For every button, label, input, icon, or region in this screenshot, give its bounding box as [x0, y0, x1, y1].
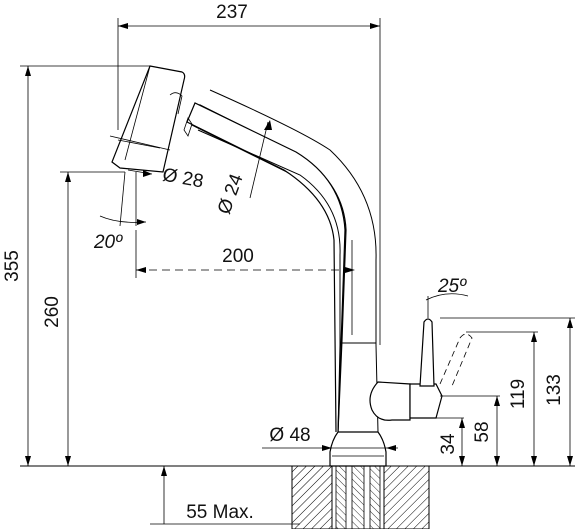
countertop: [20, 465, 575, 529]
dim-overall-height: 355: [2, 250, 23, 282]
dim-lever-133: 133: [544, 374, 565, 406]
dim-spout-diameter: Ø 24: [214, 171, 248, 217]
faucet-body: [111, 65, 387, 467]
dim-lever-angle: 25º: [437, 276, 467, 297]
lever: [369, 293, 473, 421]
dim-reach: 200: [222, 246, 254, 267]
dim-base-diameter: Ø 48: [269, 425, 310, 446]
dim-spout-height: 260: [42, 296, 63, 328]
dim-head-angle: 20º: [93, 232, 123, 253]
dimension-lines: [20, 18, 575, 525]
dimension-labels: 237 355 260 200 Ø 28 Ø 24 Ø 48 20º 25º 1…: [2, 2, 565, 523]
dim-lever-119: 119: [508, 379, 529, 409]
dim-lever-58: 58: [472, 421, 493, 442]
dim-head-diameter: Ø 28: [161, 165, 205, 193]
dim-overall-width: 237: [216, 2, 248, 23]
dim-lever-34: 34: [438, 433, 459, 455]
dim-counter-thickness: 55 Max.: [186, 502, 254, 523]
